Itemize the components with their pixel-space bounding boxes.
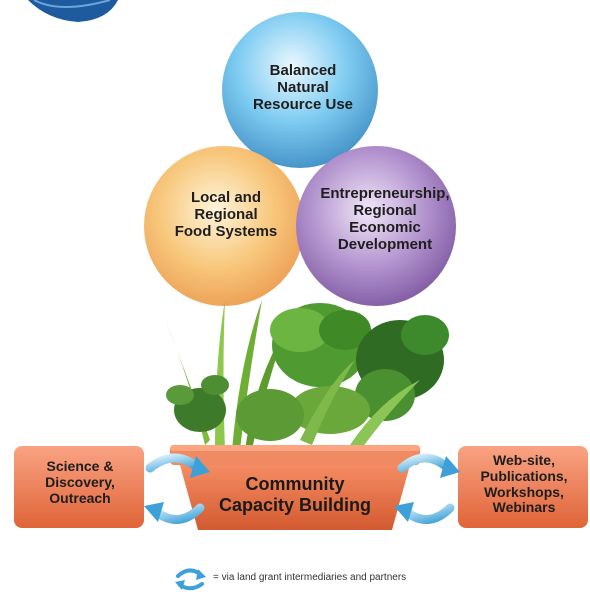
label-line: Balanced: [269, 62, 337, 79]
label-line: Regional: [353, 201, 417, 219]
label-line: Capacity Building: [218, 495, 371, 516]
circle-label-balanced-natural-resource-use: Balanced Natural Resource Use: [225, 62, 381, 114]
circle-local-regional-food-systems: [144, 146, 304, 306]
label-line: Outreach: [49, 489, 111, 506]
label-line: Publications,: [480, 467, 568, 484]
pot-label-community-capacity-building: Community Capacity Building: [200, 474, 390, 516]
label-line: Economic: [349, 218, 421, 236]
box-label-science-discovery-outreach: Science & Discovery, Outreach: [20, 458, 140, 506]
circle-balanced-natural-resource-use: [222, 12, 378, 168]
label-line: Food Systems: [174, 222, 278, 240]
label-line: Discovery,: [45, 473, 115, 490]
circle-label-entrepreneurship-development: Entrepreneurship, Regional Economic Deve…: [300, 185, 470, 254]
label-line: Regional: [194, 205, 258, 223]
label-line: Web-site,: [493, 452, 555, 468]
box-science-discovery-outreach: [14, 446, 144, 528]
label-line: Entrepreneurship,: [320, 185, 450, 202]
legend-text: = via land grant intermediaries and part…: [213, 572, 407, 583]
label-line: Community: [245, 474, 345, 494]
venn-circles: [144, 12, 456, 306]
flower-pot: [170, 445, 420, 530]
circular-arrows-icon: [175, 568, 206, 591]
herb-plants-illustration: [165, 300, 449, 450]
label-line: Natural: [277, 78, 329, 96]
label-line: Resource Use: [252, 95, 354, 113]
label-line: Local and: [190, 189, 261, 206]
circular-arrows-icon: [394, 453, 460, 524]
circle-label-local-regional-food-systems: Local and Regional Food Systems: [152, 189, 300, 241]
label-line: Science &: [46, 458, 114, 474]
label-line: Webinars: [492, 499, 556, 516]
circular-arrows-icon: [144, 453, 210, 524]
label-line: Workshops,: [484, 483, 564, 500]
box-label-website-publications: Web-site, Publications, Workshops, Webin…: [464, 452, 584, 516]
label-line: Development: [337, 235, 433, 253]
box-website-publications: [458, 446, 588, 528]
corner-badge: [28, 0, 118, 22]
circle-entrepreneurship-development: [296, 146, 456, 306]
